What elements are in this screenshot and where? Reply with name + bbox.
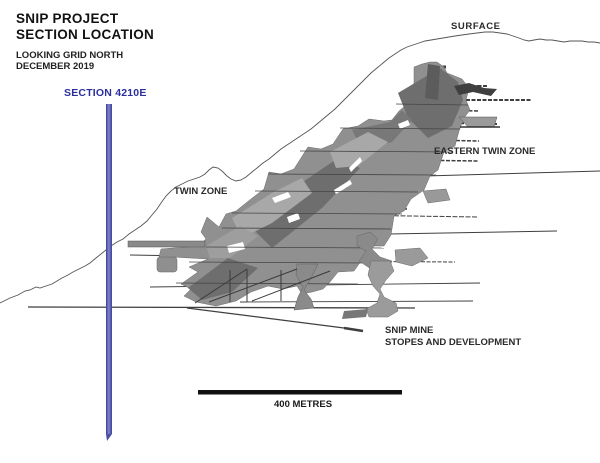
workings-polygon xyxy=(127,240,206,248)
snip-mine-label-line1: SNIP MINE xyxy=(385,325,434,336)
workings-polygon xyxy=(252,158,360,248)
scale-bar xyxy=(198,390,402,395)
twin-zone-label: TWIN ZONE xyxy=(174,186,228,197)
snip-mine-label-line2: STOPES AND DEVELOPMENT xyxy=(385,336,522,348)
workings-polygon xyxy=(293,263,319,311)
figure-subtitle-line2: DECEMBER 2019 xyxy=(16,61,95,72)
scale-bar-label: 400 METRES xyxy=(274,399,333,410)
figure-subtitle-line1: LOOKING GRID NORTH xyxy=(16,50,124,61)
workings-polygon xyxy=(425,64,440,100)
workings-polygon xyxy=(394,247,429,267)
scale-bar-rect xyxy=(198,390,402,395)
workings-polygon xyxy=(232,178,312,238)
workings-polygon xyxy=(206,226,258,258)
workings-polygon xyxy=(342,309,368,319)
workings-polygon xyxy=(398,68,463,138)
surface-label: SURFACE xyxy=(451,21,501,32)
workings-polygon xyxy=(422,188,451,204)
mine-workings-mass xyxy=(127,61,500,319)
ramp-lines xyxy=(194,268,331,304)
workings-polygon xyxy=(454,83,497,96)
section-line-4210e xyxy=(106,104,112,441)
workings-polygon xyxy=(330,132,388,168)
workings-polygon xyxy=(188,258,258,300)
snip-mine-label: SNIP MINE STOPES AND DEVELOPMENT xyxy=(385,325,521,348)
workings-polygon xyxy=(365,260,399,318)
surface-topography-line xyxy=(0,31,600,304)
eastern-twin-zone-label: EASTERN TWIN ZONE xyxy=(434,146,536,157)
figure-title-line1: SNIP PROJECT xyxy=(16,11,119,26)
figure-title-line2: SECTION LOCATION xyxy=(16,27,155,42)
section-4210e-label: SECTION 4210E xyxy=(64,87,147,99)
workings-polygon xyxy=(156,256,178,273)
workings-polygon xyxy=(458,116,498,128)
